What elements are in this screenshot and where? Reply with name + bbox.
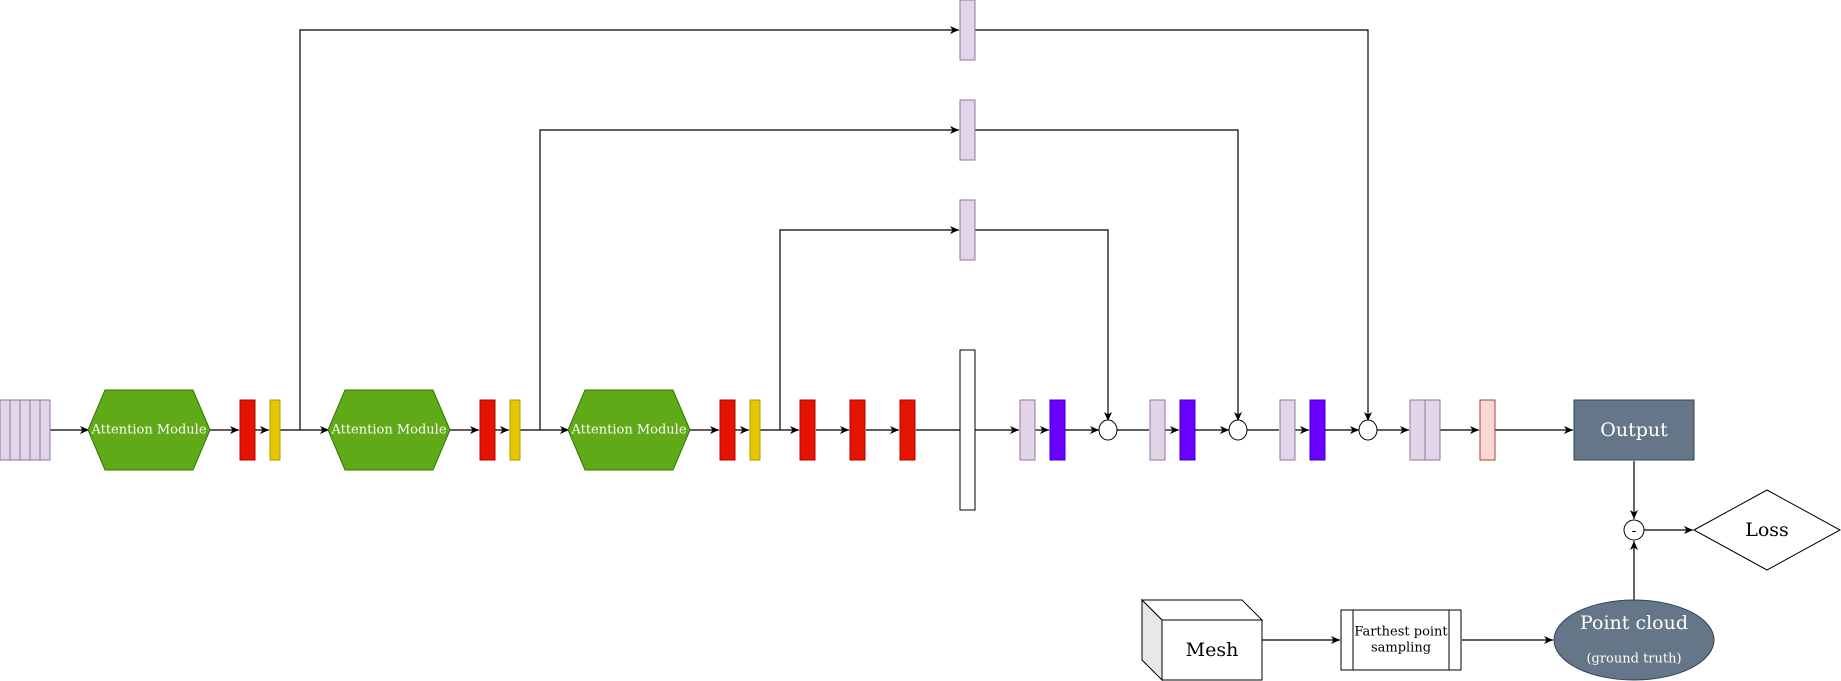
decoder-lavender-block — [1019, 399, 1036, 461]
input-slice — [29, 399, 41, 461]
diamond-icon — [1692, 489, 1841, 571]
decoder-lavender-block — [1409, 399, 1426, 461]
attention-module-1: Attention Module — [87, 389, 211, 471]
loss-label: Loss — [1745, 519, 1789, 541]
skip-1-in — [299, 26, 959, 430]
mesh-node: Mesh — [1140, 598, 1264, 681]
skip-feature-block-3 — [959, 199, 976, 261]
decoder-blue-block — [1309, 399, 1326, 461]
input-slice — [9, 399, 21, 461]
decoder-lavender-block — [1279, 399, 1296, 461]
attention-module-label: Attention Module — [330, 423, 446, 438]
point-cloud-node: Point cloud (ground truth) — [1553, 599, 1715, 681]
decoder-lavender-blocks — [1019, 399, 1441, 461]
red-layer-block — [899, 399, 916, 461]
loss-node: Loss — [1692, 489, 1841, 571]
red-layer-block — [239, 399, 256, 461]
output-label: Output — [1600, 419, 1668, 441]
decoder-blue-block — [1179, 399, 1196, 461]
sampling-label-line2: sampling — [1371, 641, 1431, 656]
skip-1-out — [975, 29, 1372, 421]
point-cloud-sublabel: (ground truth) — [1586, 652, 1681, 667]
circle-icon — [1098, 419, 1118, 441]
pink-final-block — [1479, 399, 1496, 461]
circle-icon — [1623, 519, 1645, 541]
attention-module-label: Attention Module — [90, 423, 206, 438]
skip-feature-block-1 — [959, 0, 976, 61]
yellow-blocks — [269, 399, 761, 461]
circle-icon — [1358, 419, 1378, 441]
ellipse-icon — [1553, 599, 1715, 681]
hexagon-icon — [327, 389, 451, 471]
input-slice — [39, 399, 51, 461]
skip-2-in — [539, 126, 959, 430]
circle-icon — [1228, 419, 1248, 441]
decoder-blue-block — [1049, 399, 1066, 461]
skip-feature-blocks — [959, 0, 976, 261]
cube-icon — [1140, 599, 1264, 621]
attention-module-2: Attention Module — [327, 389, 451, 471]
mesh-label: Mesh — [1186, 639, 1239, 661]
skip-2-out — [975, 129, 1242, 421]
yellow-layer-block — [269, 399, 281, 461]
output-node: Output — [1573, 399, 1695, 461]
concat-bar — [959, 349, 976, 511]
attention-module-label: Attention Module — [570, 423, 686, 438]
output-box — [1573, 399, 1695, 461]
process-box-icon — [1340, 609, 1462, 671]
input-stack — [0, 399, 51, 461]
decoder-lavender-block — [1424, 399, 1441, 461]
decoder-lavender-block — [1149, 399, 1166, 461]
red-blocks — [239, 399, 916, 461]
hexagon-icon — [567, 389, 691, 471]
cube-front — [1161, 619, 1263, 681]
red-layer-block — [479, 399, 496, 461]
point-cloud-label: Point cloud — [1580, 612, 1688, 634]
combine-nodes — [1098, 419, 1378, 441]
skip-3-out — [975, 229, 1112, 421]
sampling-node: Farthest point sampling — [1340, 609, 1462, 671]
yellow-layer-block — [509, 399, 521, 461]
subtract-node: - — [1623, 519, 1645, 541]
red-layer-block — [849, 399, 866, 461]
connectors — [50, 26, 1693, 644]
sampling-label-line1: Farthest point — [1354, 625, 1448, 640]
red-layer-block — [799, 399, 816, 461]
red-layer-block — [719, 399, 736, 461]
attention-module-3: Attention Module — [567, 389, 691, 471]
skip-3-in — [779, 226, 959, 430]
input-slice — [0, 399, 11, 461]
decoder-blue-blocks — [1049, 399, 1326, 461]
hexagon-icon — [87, 389, 211, 471]
skip-feature-block-2 — [959, 99, 976, 161]
input-slice — [19, 399, 31, 461]
subtract-symbol: - — [1632, 523, 1637, 539]
yellow-layer-block — [749, 399, 761, 461]
